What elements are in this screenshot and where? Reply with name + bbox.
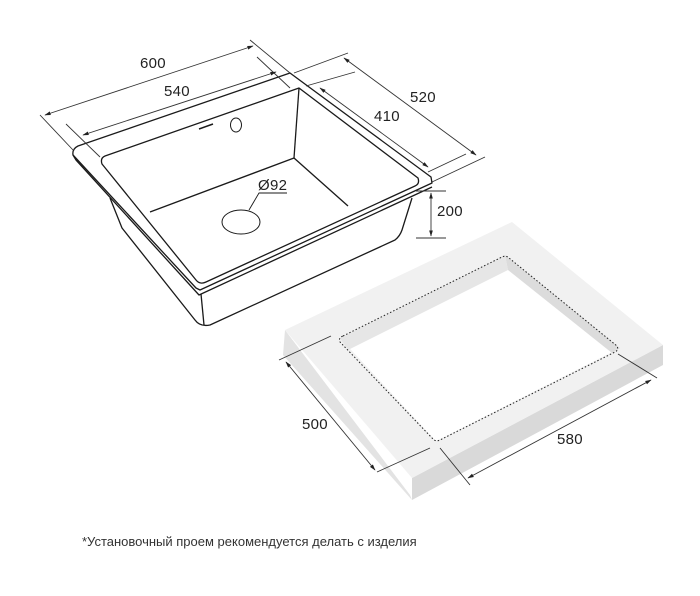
drain-hole (221, 209, 261, 235)
dim-label-inner-width: 540 (164, 83, 190, 100)
installation-footnote: *Установочный проем рекомендуется делать… (82, 534, 417, 549)
cutout-dimension-lines (278, 335, 658, 486)
cutout-dotted-outline (338, 255, 619, 442)
faucet-hole (230, 117, 242, 133)
dim-label-outer-depth: 520 (410, 89, 436, 106)
dim-label-cutout-depth: 500 (302, 416, 328, 433)
cutout-back-wall (340, 255, 508, 350)
sink-bowl-opening (100, 87, 420, 284)
dim-label-bowl-height: 200 (437, 203, 463, 220)
sink-body (109, 197, 413, 327)
brand-logo-mark (198, 123, 214, 130)
cutout-right-wall (505, 255, 620, 353)
dim-label-outer-width: 600 (140, 55, 166, 72)
countertop (283, 222, 663, 500)
dim-label-cutout-width: 580 (557, 431, 583, 448)
dim-label-drain-diameter: Ø92 (258, 177, 288, 194)
dim-label-inner-depth: 410 (374, 108, 400, 125)
sink-dimension-lines (39, 39, 486, 239)
sink-rim-outer (72, 72, 433, 291)
